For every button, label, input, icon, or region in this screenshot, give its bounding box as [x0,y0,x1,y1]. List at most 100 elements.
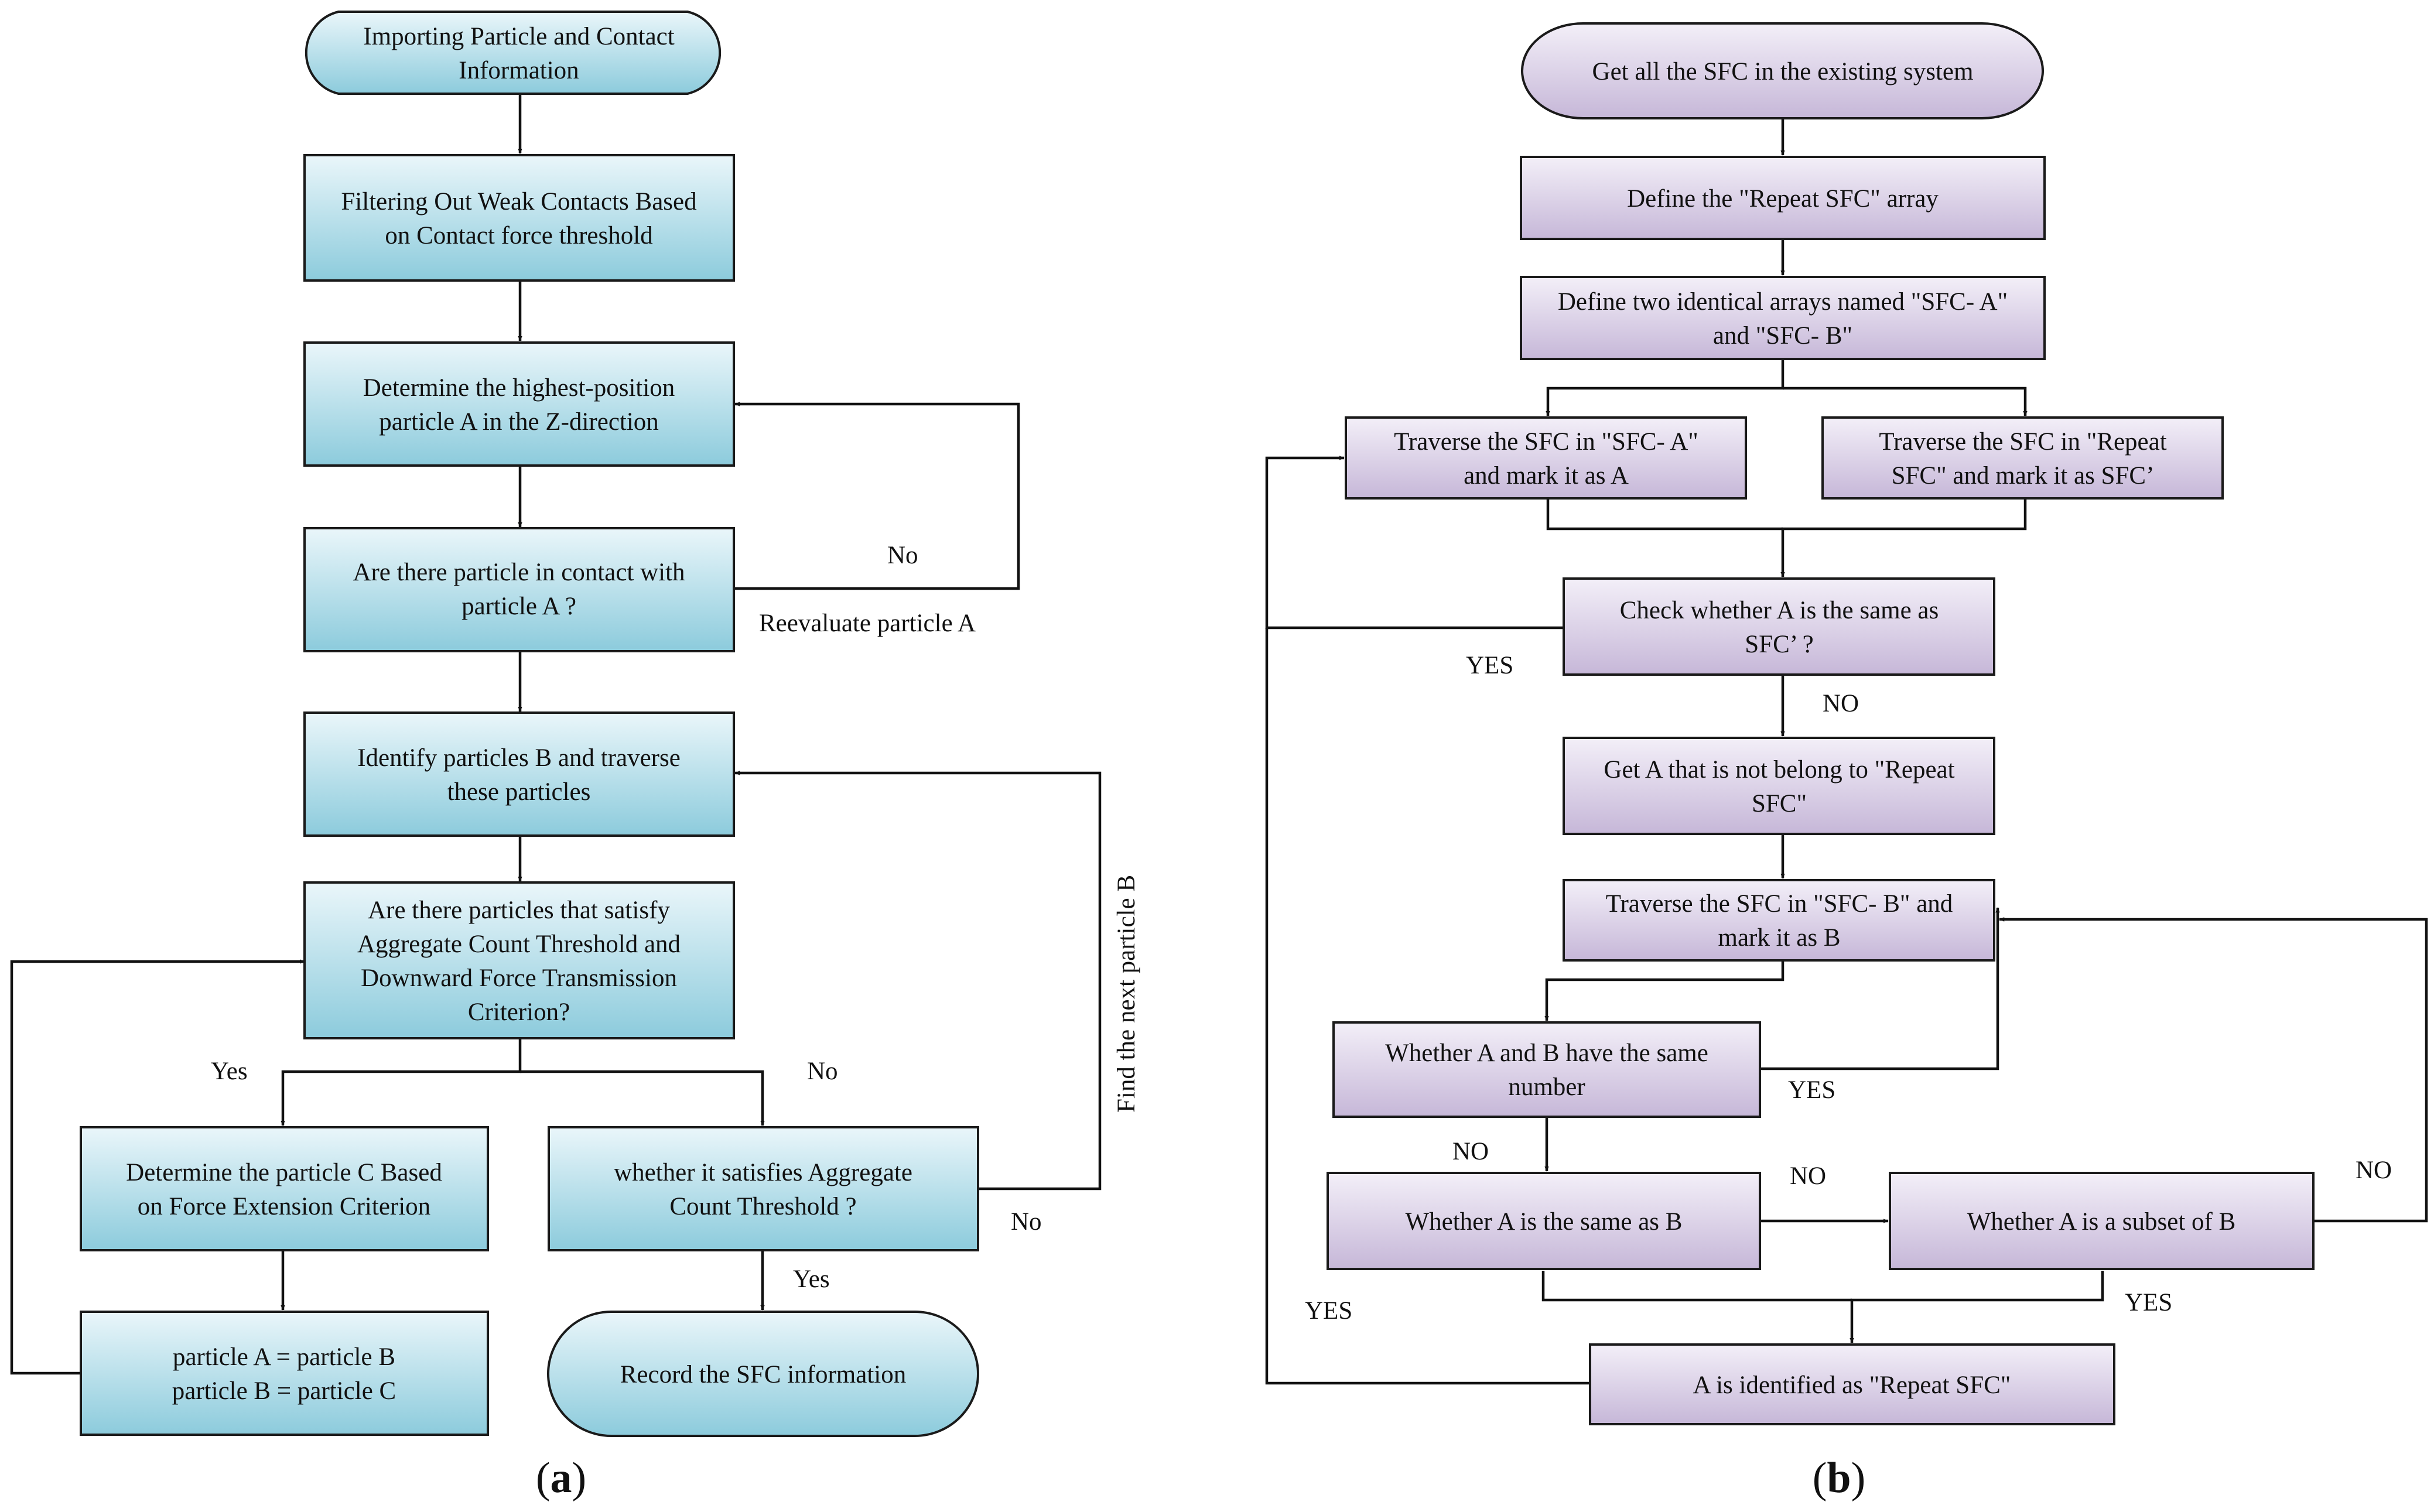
flow-node-b-start: Get all the SFC in the existing system [1592,58,1974,85]
flow-node-b-traverse-b: Traverse the SFC in "SFC- B" and mark it … [1606,890,1953,952]
flow-node-b-subset: Whether A is a subset of B [1967,1208,2236,1236]
flow-node-a-record-shape [547,1311,979,1437]
flow-node-b-repeat-shape [1589,1343,2115,1425]
flow-node-b-traverse-a-shape [1345,416,1747,500]
flow-node-a-particle-c-shape [80,1126,489,1251]
flow-node-b-define-two-shape [1520,276,2046,360]
flow-node-a-identify-b-line: these particles [447,778,591,806]
flow-node-b-same-number-line: number [1508,1073,1585,1101]
flow-node-a-particle-c: Determine the particle C Based on Force E… [126,1159,442,1220]
flow-node-b-traverse-b-line: mark it as B [1718,924,1841,952]
edge-label-b-yes-same: YES [1305,1297,1352,1325]
flow-node-a-filter: Filtering Out Weak Contacts Based on Cont… [341,188,696,249]
connector-b-split-left [1546,360,1785,416]
flow-node-a-count-q-line: Count Threshold ? [669,1193,856,1220]
flow-node-a-criteria-q-line: Criterion? [468,998,570,1026]
panel-a-connectors [10,94,1102,1375]
edge-label-a-reevaluate: Reevaluate particle A [759,610,976,637]
connector-a-assign-loop [10,959,305,1375]
panel-b: Get all the SFC in the existing system D… [1265,22,2428,1502]
flow-node-b-define-repeat-line: Define the "Repeat SFC" array [1627,185,1939,213]
edge-label-a-no-split: No [807,1058,838,1085]
flow-node-a-assign-shape [80,1311,489,1436]
flow-node-a-filter-shape [303,154,735,282]
flow-node-a-assign-line: particle A = particle B [173,1343,395,1371]
edge-label-b-no-subset: NO [2356,1157,2392,1184]
flow-node-b-check-same-line: Check whether A is the same as [1620,597,1939,624]
flow-node-b-same-as-b-line: Whether A is the same as B [1406,1208,1683,1236]
flow-node-b-subset-line: Whether A is a subset of B [1967,1208,2236,1236]
edge-label-b-yes-check: YES [1466,652,1513,679]
flow-node-b-same-as-b-shape [1327,1172,1761,1270]
flow-node-b-traverse-a-line: Traverse the SFC in "SFC- A" [1394,428,1698,456]
flow-node-a-contact-q-line: Are there particle in contact with [353,559,685,586]
edge-label-a-yes-split: Yes [211,1058,248,1085]
flow-node-a-criteria-q-line: Downward Force Transmission [361,964,677,992]
edge-label-b-yes-subset: YES [2125,1289,2172,1316]
connector-b-merge-right [1780,499,2027,577]
flow-node-a-particle-c-line: on Force Extension Criterion [138,1193,430,1220]
flow-node-a-count-q-line: whether it satisfies Aggregate [614,1159,912,1186]
flow-node-a-contact-q-shape [303,527,735,652]
connector-b-yes-number-loop [1760,907,2000,1070]
connector-b-yes-same-merge [1541,1271,1852,1302]
flow-node-b-get-a-shape [1563,737,1995,835]
flow-node-b-traverse-a: Traverse the SFC in "SFC- A" and mark it … [1394,428,1698,490]
flow-node-a-particle-c-line: Determine the particle C Based [126,1159,442,1186]
flow-node-a-count-q-shape [548,1126,979,1251]
panel-a-caption: (a) [536,1454,586,1502]
flow-node-b-define-repeat-shape [1520,156,2046,240]
flow-node-b-define-two-line: Define two identical arrays named "SFC- … [1558,288,2008,316]
flow-node-a-highest-line: particle A in the Z-direction [379,408,659,436]
edge-label-b-yes-number: YES [1788,1076,1835,1104]
flow-node-b-same-number-shape [1332,1021,1761,1118]
flow-node-a-start-line: Importing Particle and Contact [363,23,674,50]
flow-node-b-define-repeat: Define the "Repeat SFC" array [1627,185,1939,213]
panel-b-caption: (b) [1813,1454,1865,1502]
connector-b-merge-left [1546,499,1783,531]
connector-a-next-b-loop [734,771,1102,1191]
connector-a-split-right [520,1070,765,1126]
flow-node-a-identify-b-line: Identify particles B and traverse [357,744,681,772]
flow-node-a-start-shape [305,11,722,95]
flow-node-b-repeat-line: A is identified as "Repeat SFC" [1693,1371,2011,1399]
flow-node-b-traverse-repeat-shape [1821,416,2224,500]
flow-node-a-criteria-q-line: Are there particles that satisfy [368,897,670,924]
connector-b-traverse-b-number [1544,960,1785,1021]
flow-node-a-record: Record the SFC information [620,1361,906,1388]
flow-node-b-check-same-shape [1563,577,1995,676]
flow-node-a-criteria-q-line: Aggregate Count Threshold and [357,931,681,958]
flow-node-b-traverse-repeat-line: SFC" and mark it as SFC’ [1892,462,2155,490]
flow-node-b-start-shape [1521,22,2044,119]
connector-b-repeat-loop [1265,628,1590,1385]
flow-node-b-define-two: Define two identical arrays named "SFC- … [1558,288,2008,350]
flow-node-b-traverse-b-shape [1563,879,1995,962]
flow-node-a-filter-line: Filtering Out Weak Contacts Based [341,188,696,215]
flow-node-b-same-as-b: Whether A is the same as B [1406,1208,1683,1236]
connector-a-reevaluate-loop [733,402,1020,590]
edge-label-b-no-check: NO [1823,690,1859,717]
flow-node-b-get-a-line: Get A that is not belong to "Repeat [1604,756,1954,784]
flow-node-a-start-line: Information [459,57,579,84]
flow-node-a-filter-line: on Contact force threshold [385,222,652,249]
flow-node-b-repeat: A is identified as "Repeat SFC" [1693,1371,2011,1399]
flow-node-b-start-line: Get all the SFC in the existing system [1592,58,1974,85]
flow-node-b-traverse-a-line: and mark it as A [1464,462,1629,490]
flow-node-b-traverse-repeat-line: Traverse the SFC in "Repeat [1879,428,2166,456]
flow-node-a-identify-b: Identify particles B and traverse these p… [357,744,681,806]
flow-node-a-assign-line: particle B = particle C [172,1377,396,1405]
panel-b-connectors [1265,118,2428,1385]
edge-label-a-no-count: No [1011,1208,1042,1236]
edge-label-a-find-next: Find the next particle B [1113,875,1140,1113]
flow-node-b-traverse-b-line: Traverse the SFC in "SFC- B" and [1606,890,1953,918]
flow-node-a-highest-shape [303,341,735,467]
